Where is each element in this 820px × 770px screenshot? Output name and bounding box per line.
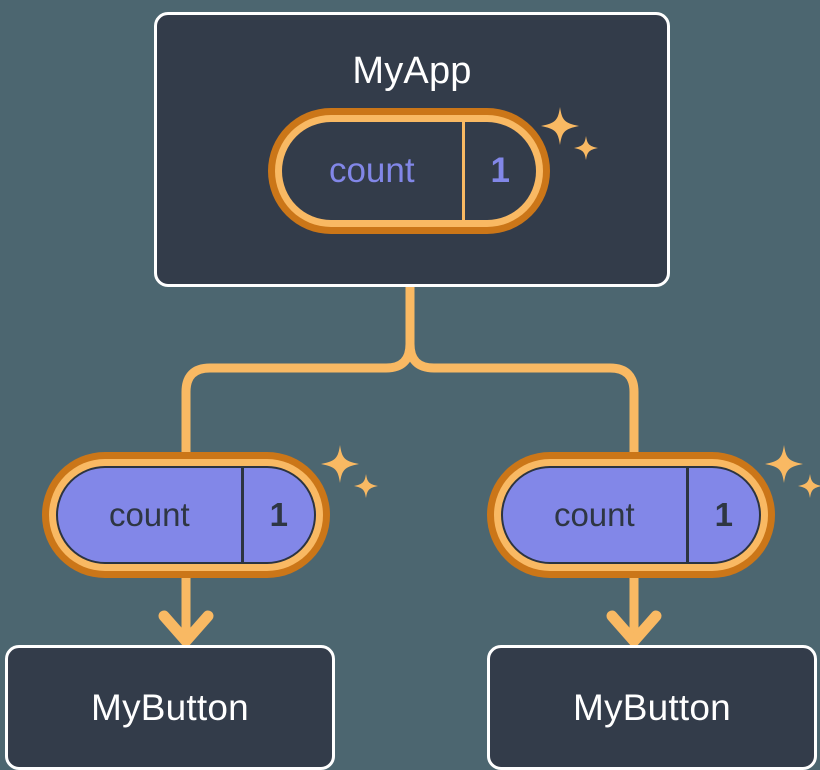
state-pill-inner-ring: count 1	[275, 115, 543, 227]
state-pill-inner-ring: count 1	[49, 459, 323, 571]
state-pill-myapp[interactable]: count 1	[268, 108, 550, 234]
state-value-label: 1	[685, 468, 759, 562]
node-mybutton-left-card[interactable]: MyButton	[5, 645, 335, 770]
node-mybutton-right-card[interactable]: MyButton	[487, 645, 817, 770]
node-label: MyButton	[573, 687, 731, 728]
sparkle-four-point-icon	[765, 445, 803, 483]
state-key-label: count	[553, 496, 635, 533]
arrow-down-icon-left	[158, 578, 214, 647]
node-label: MyButton	[91, 687, 249, 728]
state-pill-child-left[interactable]: count 1	[42, 452, 330, 578]
state-pill-body: count 1	[56, 466, 316, 564]
page-title: MyApp	[352, 50, 472, 92]
sparkle-four-point-icon	[321, 445, 359, 483]
sparkle-four-point-small-icon	[354, 474, 378, 498]
state-pill-child-right[interactable]: count 1	[487, 452, 775, 578]
arrow-down-icon-right	[606, 578, 662, 647]
tree-branch-connector-icon	[181, 282, 415, 457]
state-pill-body: count 1	[501, 466, 761, 564]
tree-branch-connector-icon-right	[405, 339, 639, 457]
state-value-label: 1	[461, 122, 536, 220]
state-key-label: count	[108, 496, 190, 533]
state-key-label: count	[328, 151, 415, 190]
state-pill-body: count 1	[282, 122, 536, 220]
state-value-label: 1	[240, 468, 314, 562]
state-pill-inner-ring: count 1	[494, 459, 768, 571]
sparkle-four-point-small-icon	[798, 474, 820, 498]
